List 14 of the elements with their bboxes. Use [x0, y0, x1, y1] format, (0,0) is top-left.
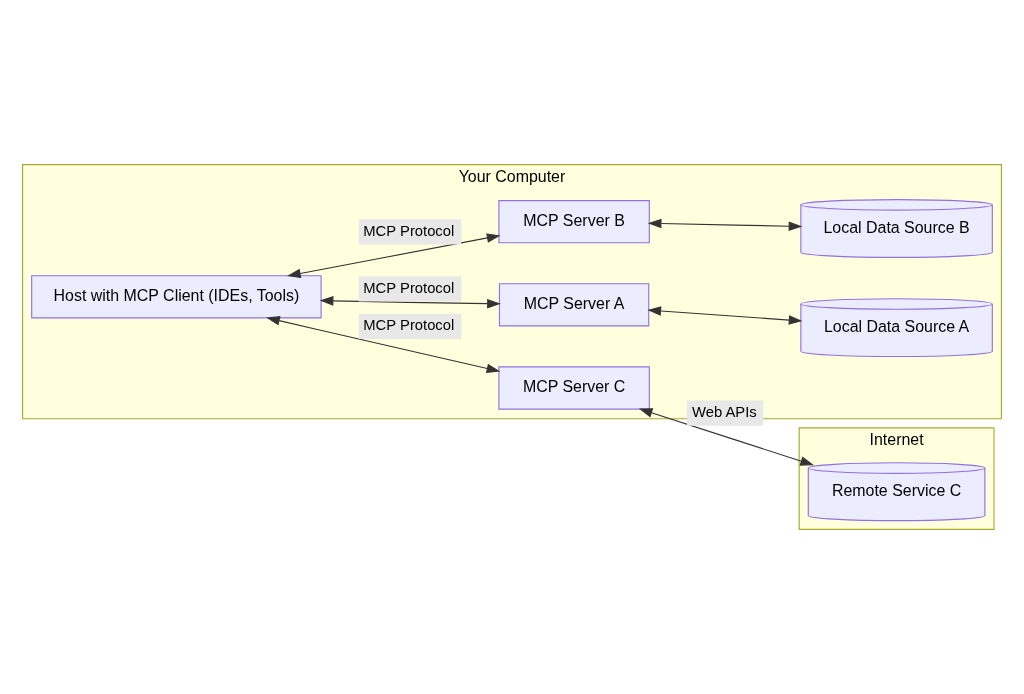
arrow	[647, 306, 803, 325]
edge-label: MCP Protocol	[363, 317, 455, 334]
edge-label: MCP Protocol	[363, 222, 455, 239]
arrow	[287, 233, 501, 279]
arrow	[266, 316, 501, 374]
arrow	[319, 296, 501, 309]
edge-label: Web APIs	[692, 403, 757, 420]
node-box: MCP Server C	[498, 366, 650, 410]
node-box: MCP Server A	[498, 283, 650, 327]
arrow	[647, 218, 803, 231]
edge-label: MCP Protocol	[363, 279, 455, 296]
node-box: MCP Server B	[498, 200, 650, 244]
arrow	[638, 408, 814, 466]
node-box: Host with MCP Client (IDEs, Tools)	[31, 275, 322, 319]
